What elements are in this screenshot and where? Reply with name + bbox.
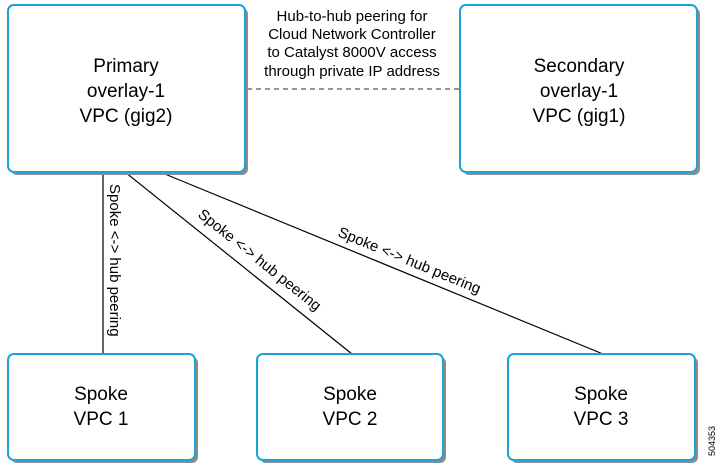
spoke2-peering-line [124, 171, 353, 355]
primary-hub-node: Primary overlay-1 VPC (gig2) [7, 4, 248, 175]
spoke3-peering-label: Spoke <-> hub peering [335, 224, 483, 298]
spoke2-label-line-1: Spoke [323, 384, 377, 405]
hub-to-hub-note: Hub-to-hub peering for Cloud Network Con… [264, 8, 440, 80]
secondary-hub-label-line-2: overlay-1 [540, 81, 618, 102]
secondary-hub-label-line-3: VPC (gig1) [533, 106, 626, 127]
spoke-vpc3-node: Spoke VPC 3 [507, 353, 698, 463]
spoke1-label-line-1: Spoke [74, 384, 128, 405]
spoke3-label-line-1: Spoke [574, 384, 628, 405]
hub-note-line-1: Hub-to-hub peering for [277, 8, 428, 25]
hub-note-line-4: through private IP address [264, 63, 440, 80]
spoke1-peering-label: Spoke <-> hub peering [106, 184, 123, 337]
spoke1-label-line-2: VPC 1 [74, 409, 129, 430]
spoke-vpc2-node: Spoke VPC 2 [256, 353, 446, 463]
primary-hub-label-line-1: Primary [93, 56, 159, 77]
spoke3-label-line-2: VPC 3 [574, 409, 629, 430]
figure-id: 504353 [707, 426, 717, 456]
spoke2-peering-label: Spoke <-> hub peering [194, 206, 324, 315]
hub-note-line-2: Cloud Network Controller [268, 26, 436, 43]
secondary-hub-label-line-1: Secondary [534, 56, 625, 77]
primary-hub-label-line-3: VPC (gig2) [80, 106, 173, 127]
hub-note-line-3: to Catalyst 8000V access [267, 44, 436, 61]
spoke2-label-line-2: VPC 2 [323, 409, 378, 430]
spoke3-peering-line [159, 171, 604, 355]
secondary-hub-node: Secondary overlay-1 VPC (gig1) [459, 4, 700, 175]
primary-hub-label-line-2: overlay-1 [87, 81, 165, 102]
spoke-vpc1-node: Spoke VPC 1 [7, 353, 198, 463]
